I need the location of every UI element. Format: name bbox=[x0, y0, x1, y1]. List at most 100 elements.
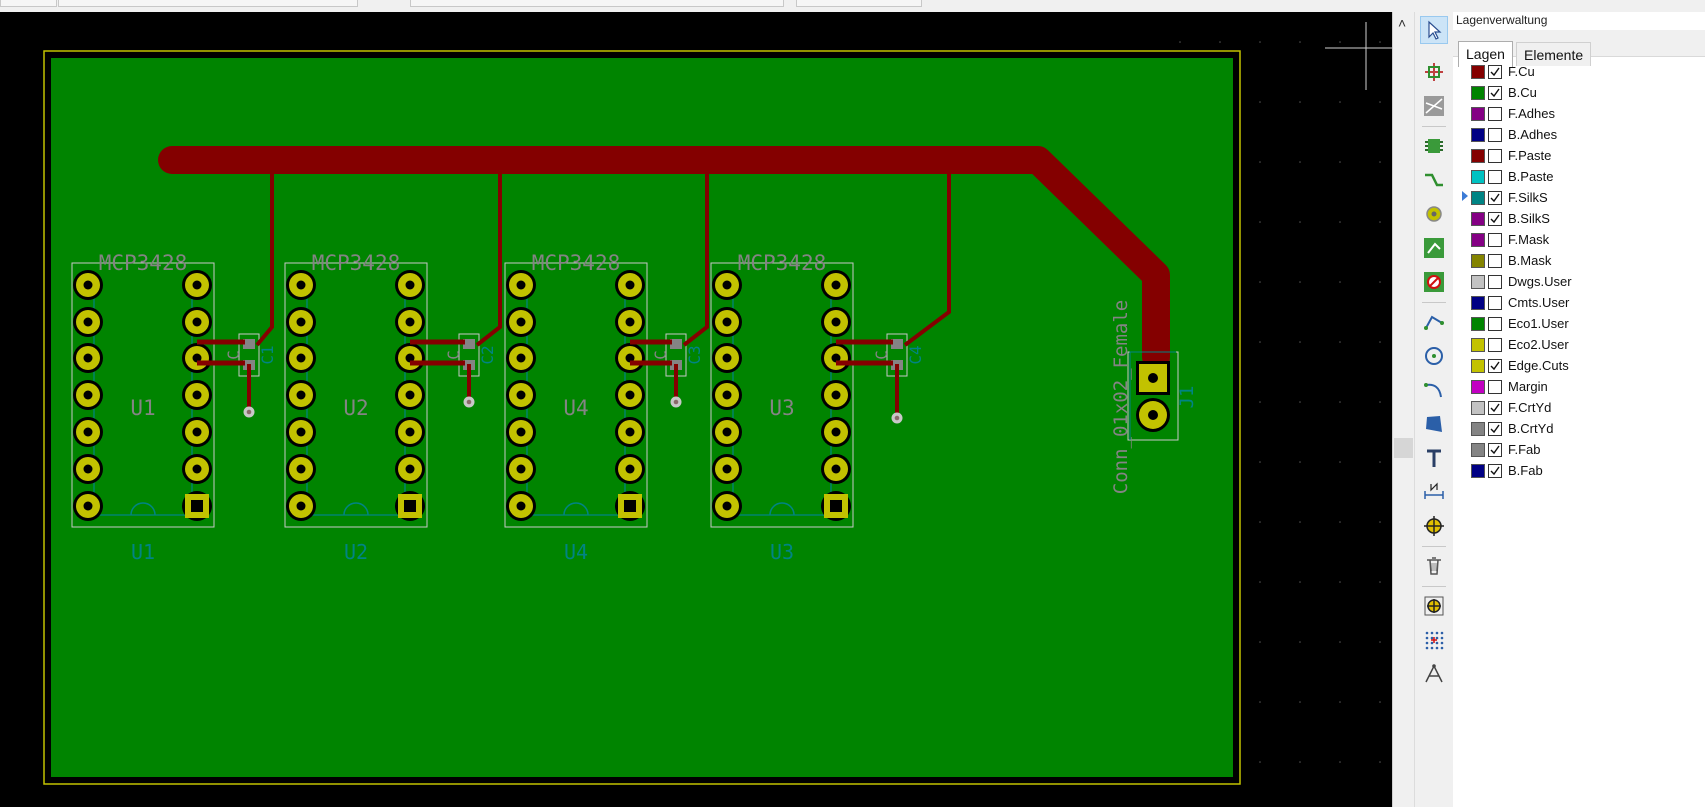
layer-color-swatch[interactable] bbox=[1471, 359, 1485, 373]
layer-color-swatch[interactable] bbox=[1471, 107, 1485, 121]
layer-color-swatch[interactable] bbox=[1471, 170, 1485, 184]
pad-drill bbox=[192, 464, 202, 474]
add-polygon-icon[interactable] bbox=[1420, 410, 1448, 438]
add-zone-icon[interactable] bbox=[1420, 234, 1448, 262]
layer-visibility-checkbox[interactable] bbox=[1488, 443, 1502, 457]
layer-visibility-checkbox[interactable] bbox=[1488, 401, 1502, 415]
delete-icon[interactable] bbox=[1420, 552, 1448, 580]
layer-visibility-checkbox[interactable] bbox=[1488, 149, 1502, 163]
layer-row-b-paste[interactable]: B.Paste bbox=[1453, 167, 1705, 188]
layer-row-margin[interactable]: Margin bbox=[1453, 377, 1705, 398]
layer-color-swatch[interactable] bbox=[1471, 65, 1485, 79]
tab-elements[interactable]: Elemente bbox=[1516, 42, 1592, 66]
scroll-thumb[interactable] bbox=[1394, 438, 1413, 458]
route-track-icon[interactable] bbox=[1420, 166, 1448, 194]
layer-visibility-checkbox[interactable] bbox=[1488, 65, 1502, 79]
layer-color-swatch[interactable] bbox=[1471, 464, 1485, 478]
layer-name: F.Paste bbox=[1508, 148, 1552, 163]
add-dimension-icon[interactable] bbox=[1420, 478, 1448, 506]
measure-icon[interactable] bbox=[1420, 660, 1448, 688]
layer-color-swatch[interactable] bbox=[1471, 380, 1485, 394]
layer-visibility-checkbox[interactable] bbox=[1488, 359, 1502, 373]
add-text-icon[interactable] bbox=[1420, 444, 1448, 472]
vertical-scrollbar[interactable]: ˄ bbox=[1392, 12, 1415, 807]
layer-row-b-mask[interactable]: B.Mask bbox=[1453, 251, 1705, 272]
layer-color-swatch[interactable] bbox=[1471, 128, 1485, 142]
layer-color-swatch[interactable] bbox=[1471, 338, 1485, 352]
layer-row-cmts-user[interactable]: Cmts.User bbox=[1453, 293, 1705, 314]
layer-row-dwgs-user[interactable]: Dwgs.User bbox=[1453, 272, 1705, 293]
layer-visibility-checkbox[interactable] bbox=[1488, 254, 1502, 268]
layer-color-swatch[interactable] bbox=[1471, 86, 1485, 100]
layer-row-f-paste[interactable]: F.Paste bbox=[1453, 146, 1705, 167]
add-arc-icon[interactable] bbox=[1420, 376, 1448, 404]
ratsnest-icon[interactable] bbox=[1420, 92, 1448, 120]
layer-row-b-adhes[interactable]: B.Adhes bbox=[1453, 125, 1705, 146]
add-target-icon[interactable] bbox=[1420, 512, 1448, 540]
layer-row-edge-cuts[interactable]: Edge.Cuts bbox=[1453, 356, 1705, 377]
layer-visibility-checkbox[interactable] bbox=[1488, 464, 1502, 478]
layer-visibility-checkbox[interactable] bbox=[1488, 296, 1502, 310]
layer-visibility-checkbox[interactable] bbox=[1488, 317, 1502, 331]
cap-value-label: C bbox=[224, 350, 243, 360]
add-footprint-icon[interactable] bbox=[1420, 132, 1448, 160]
add-via-icon[interactable] bbox=[1420, 200, 1448, 228]
layer-row-f-adhes[interactable]: F.Adhes bbox=[1453, 104, 1705, 125]
layer-color-swatch[interactable] bbox=[1471, 233, 1485, 247]
grid-dot bbox=[1379, 341, 1381, 343]
tab-layers[interactable]: Lagen bbox=[1458, 41, 1513, 67]
layer-row-b-cu[interactable]: B.Cu bbox=[1453, 83, 1705, 104]
layer-row-b-fab[interactable]: B.Fab bbox=[1453, 461, 1705, 482]
layer-color-swatch[interactable] bbox=[1471, 443, 1485, 457]
toolbar-combo-3[interactable] bbox=[410, 0, 784, 7]
scroll-up-icon[interactable]: ˄ bbox=[1398, 15, 1407, 31]
layer-visibility-checkbox[interactable] bbox=[1488, 107, 1502, 121]
add-line-icon[interactable] bbox=[1420, 308, 1448, 336]
pad-drill bbox=[830, 500, 842, 512]
layer-visibility-checkbox[interactable] bbox=[1488, 233, 1502, 247]
layer-visibility-checkbox[interactable] bbox=[1488, 422, 1502, 436]
layer-visibility-checkbox[interactable] bbox=[1488, 86, 1502, 100]
layer-row-eco2-user[interactable]: Eco2.User bbox=[1453, 335, 1705, 356]
layer-row-f-cu[interactable]: F.Cu bbox=[1453, 62, 1705, 83]
toolbar-combo-1[interactable] bbox=[0, 0, 57, 7]
layer-visibility-checkbox[interactable] bbox=[1488, 170, 1502, 184]
keepout-area-icon[interactable] bbox=[1420, 268, 1448, 296]
layer-color-swatch[interactable] bbox=[1471, 149, 1485, 163]
layer-visibility-checkbox[interactable] bbox=[1488, 191, 1502, 205]
layer-row-b-crtyd[interactable]: B.CrtYd bbox=[1453, 419, 1705, 440]
layer-row-f-crtyd[interactable]: F.CrtYd bbox=[1453, 398, 1705, 419]
layer-row-b-silks[interactable]: B.SilkS bbox=[1453, 209, 1705, 230]
highlight-net-icon[interactable] bbox=[1420, 58, 1448, 86]
select-arrow-icon[interactable] bbox=[1420, 16, 1448, 44]
layer-color-swatch[interactable] bbox=[1471, 191, 1485, 205]
layer-color-swatch[interactable] bbox=[1471, 401, 1485, 415]
layer-row-f-fab[interactable]: F.Fab bbox=[1453, 440, 1705, 461]
layer-color-swatch[interactable] bbox=[1471, 275, 1485, 289]
layer-color-swatch[interactable] bbox=[1471, 422, 1485, 436]
chip-ref-label: U4 bbox=[563, 396, 588, 420]
layer-color-swatch[interactable] bbox=[1471, 296, 1485, 310]
layer-row-f-silks[interactable]: F.SilkS bbox=[1453, 188, 1705, 209]
toolbar-combo-4[interactable] bbox=[796, 0, 922, 7]
toolbar-combo-2[interactable] bbox=[58, 0, 358, 7]
layer-color-swatch[interactable] bbox=[1471, 212, 1485, 226]
layer-visibility-checkbox[interactable] bbox=[1488, 212, 1502, 226]
layer-visibility-checkbox[interactable] bbox=[1488, 275, 1502, 289]
layer-row-eco1-user[interactable]: Eco1.User bbox=[1453, 314, 1705, 335]
layer-visibility-checkbox[interactable] bbox=[1488, 380, 1502, 394]
pad-drill bbox=[831, 280, 841, 290]
layer-row-f-mask[interactable]: F.Mask bbox=[1453, 230, 1705, 251]
grid-origin-icon[interactable] bbox=[1420, 626, 1448, 654]
drill-origin-icon[interactable] bbox=[1420, 592, 1448, 620]
layer-name: Eco2.User bbox=[1508, 337, 1569, 352]
layer-visibility-checkbox[interactable] bbox=[1488, 338, 1502, 352]
add-circle-icon[interactable] bbox=[1420, 342, 1448, 370]
layer-color-swatch[interactable] bbox=[1471, 254, 1485, 268]
layer-color-swatch[interactable] bbox=[1471, 317, 1485, 331]
chip-ref-label: U3 bbox=[769, 396, 794, 420]
pad-drill bbox=[296, 280, 306, 290]
layer-visibility-checkbox[interactable] bbox=[1488, 128, 1502, 142]
